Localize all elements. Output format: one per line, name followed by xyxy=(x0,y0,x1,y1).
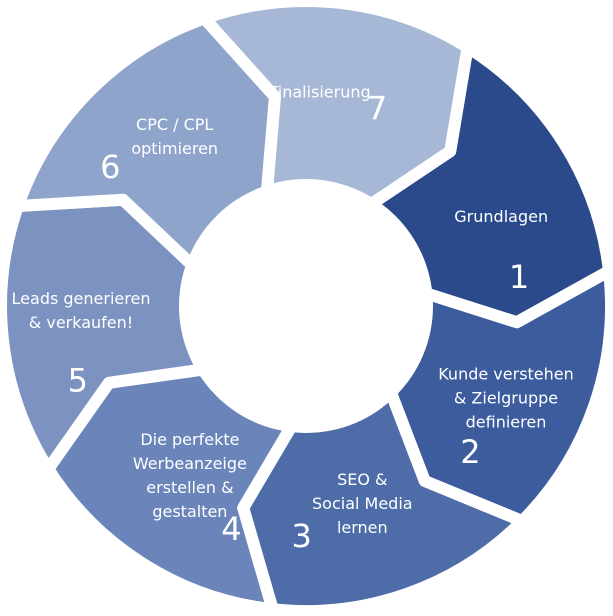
step-5-label-line: & verkaufen! xyxy=(29,313,133,332)
step-6-label-line: CPC / CPL xyxy=(136,115,213,134)
step-1-label-line: Grundlagen xyxy=(454,207,548,226)
step-5-label-line: Leads generieren xyxy=(12,289,151,308)
step-4-label-line: Werbeanzeige xyxy=(133,454,247,473)
step-5-number: 5 xyxy=(68,361,88,399)
step-2-label: Kunde verstehen & Zielgruppe definieren xyxy=(438,365,574,432)
step-6-label-line: optimieren xyxy=(131,139,218,158)
step-6-label: CPC / CPL optimieren xyxy=(131,115,218,158)
step-4-number: 4 xyxy=(221,510,241,548)
step-5-label: Leads generieren & verkaufen! xyxy=(12,289,151,332)
step-2-number: 2 xyxy=(460,433,480,471)
step-2-label-line: & Zielgruppe xyxy=(454,389,558,408)
step-2-label-line: Kunde verstehen xyxy=(438,365,574,384)
step-4-label-line: Die perfekte xyxy=(140,430,239,449)
step-3-label: SEO & Social Media lernen xyxy=(312,470,413,537)
step-1-label: Grundlagen xyxy=(454,207,548,226)
step-1-number: 1 xyxy=(509,258,529,296)
step-3-label-line: lernen xyxy=(337,518,388,537)
step-3-number: 3 xyxy=(292,517,312,555)
step-3-label-line: SEO & xyxy=(337,470,387,489)
step-2-label-line: definieren xyxy=(466,413,547,432)
step-7-label: Finalisierung xyxy=(270,83,371,102)
step-7-number: 7 xyxy=(367,89,387,127)
center-hub xyxy=(179,179,433,433)
step-4-label-line: gestalten xyxy=(152,502,227,521)
step-7-label-line: Finalisierung xyxy=(270,83,371,102)
step-3-label-line: Social Media xyxy=(312,494,413,513)
step-4-label-line: erstellen & xyxy=(146,478,233,497)
step-6-number: 6 xyxy=(100,148,120,186)
